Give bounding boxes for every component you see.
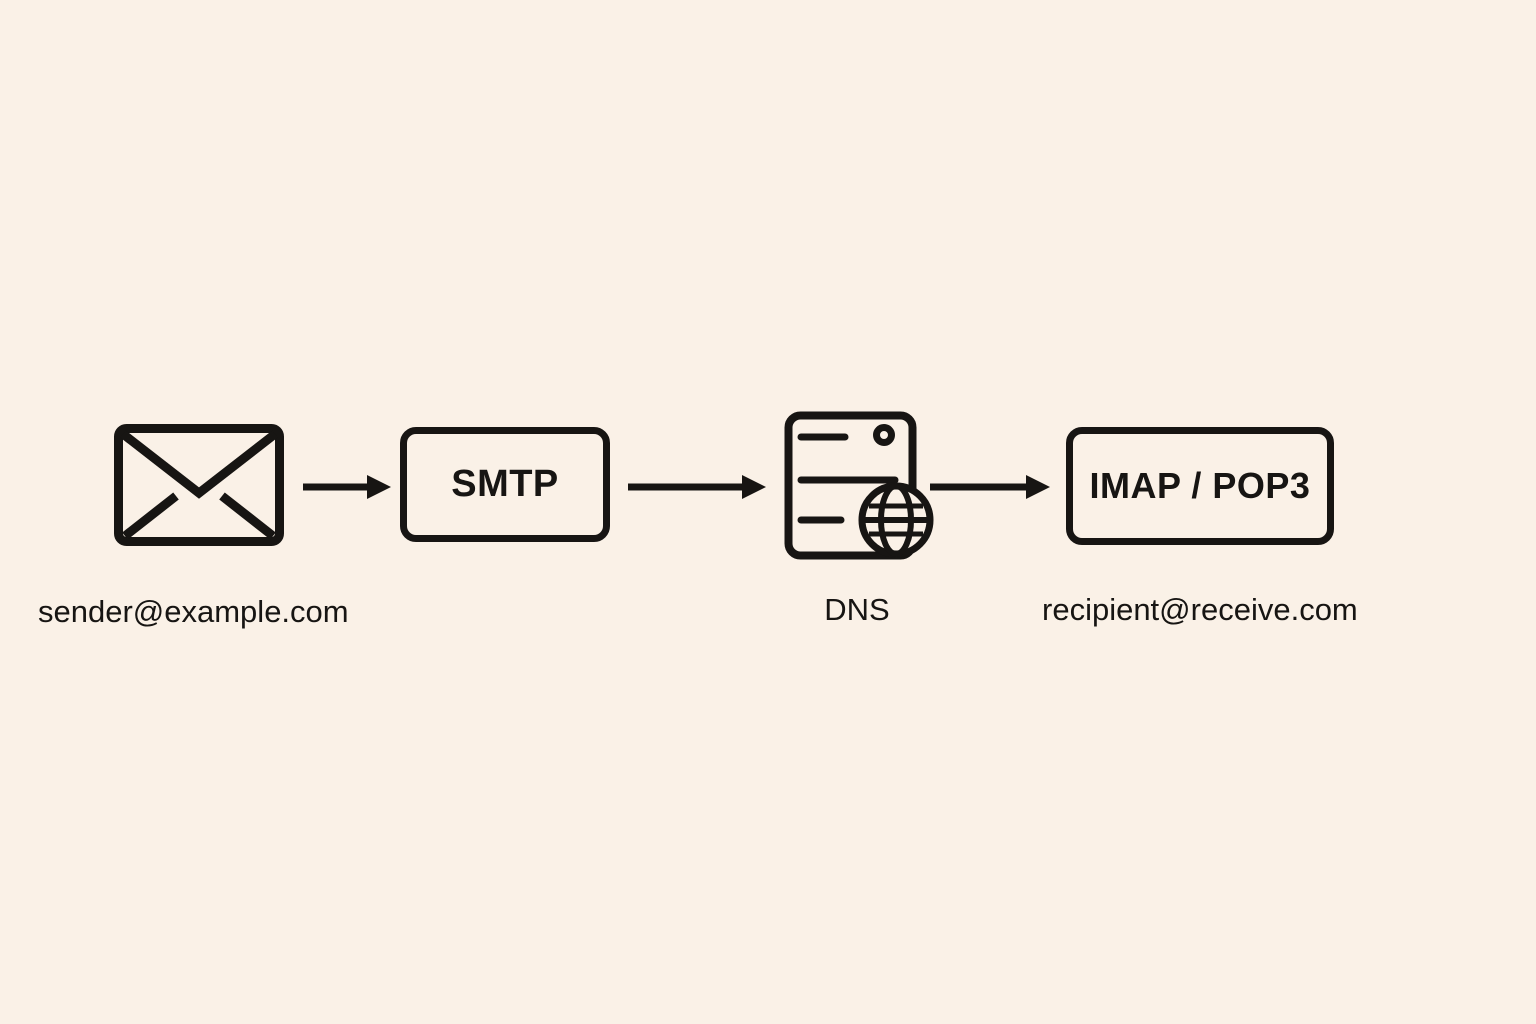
arrow-right-icon [930,475,1050,499]
imap-pop3-node: IMAP / POP3 [1066,427,1334,545]
smtp-node: SMTP [400,427,610,542]
smtp-label: SMTP [451,463,559,505]
sender-address-label: sender@example.com [38,594,349,629]
imap-pop3-label: IMAP / POP3 [1089,465,1311,506]
globe-icon [858,482,934,558]
envelope-icon [114,424,284,546]
recipient-address-label: recipient@receive.com [1042,592,1358,627]
arrow-right-icon [303,475,391,499]
dns-label: DNS [824,592,890,627]
server-globe-icon [784,411,934,560]
arrow-right-icon [628,475,766,499]
